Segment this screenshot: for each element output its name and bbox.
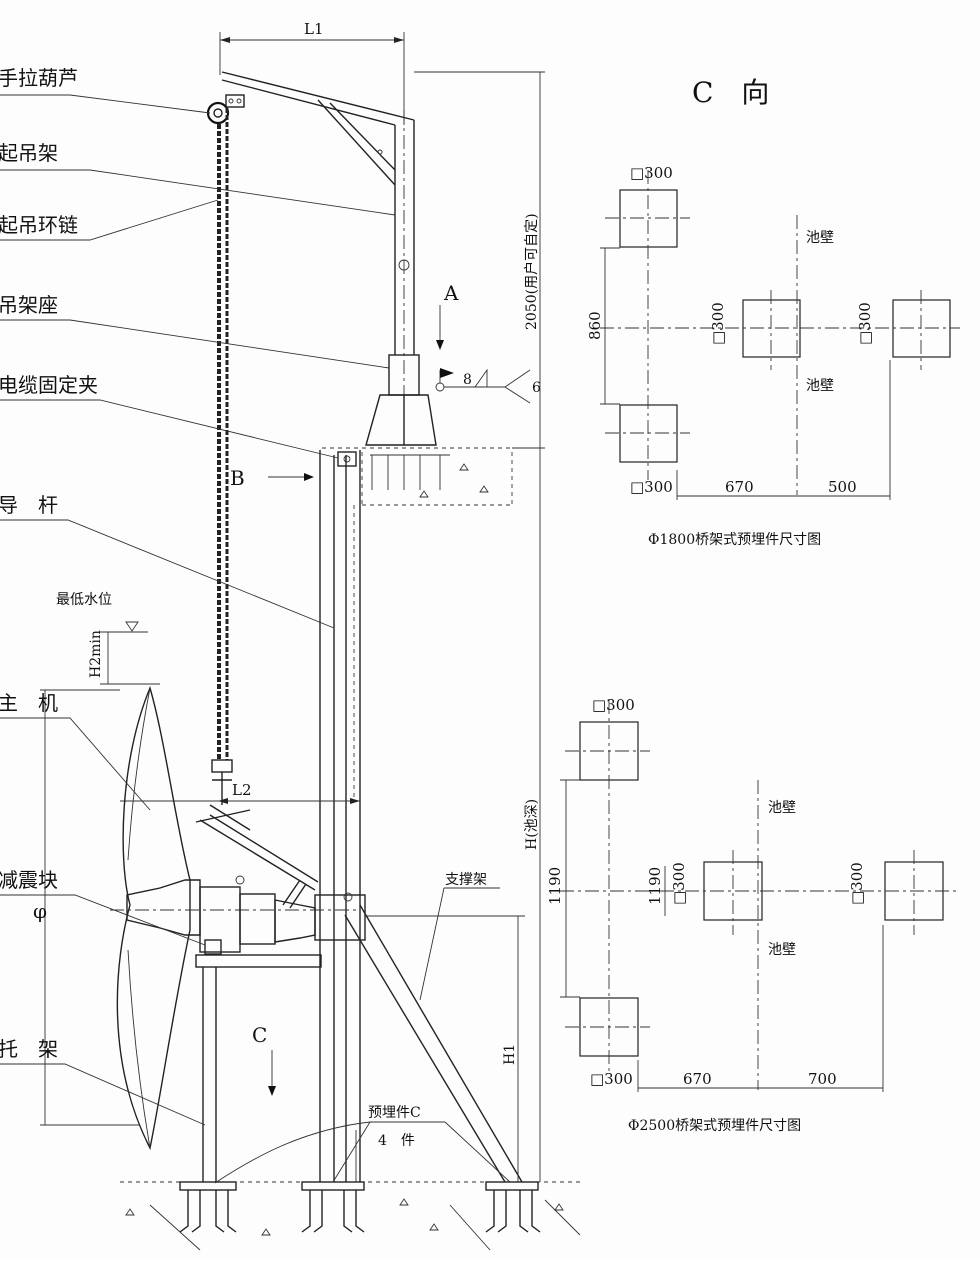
guide-rod bbox=[319, 450, 361, 1182]
embed-square-mid1 bbox=[742, 299, 801, 358]
plan1800-sq-mid2: □300 bbox=[856, 302, 874, 345]
frame-base-label: 吊架座 bbox=[0, 293, 58, 317]
min-water-level-label: 最低水位 bbox=[56, 592, 112, 608]
main-unit bbox=[126, 804, 366, 955]
arrow-c-label: C bbox=[252, 1023, 267, 1047]
cable-clamp bbox=[337, 451, 357, 467]
embedded-part-middle bbox=[301, 1181, 365, 1233]
support-frame-label: 支撑架 bbox=[445, 872, 487, 888]
bracket bbox=[195, 954, 322, 1182]
support-frame: 支撑架 bbox=[344, 872, 523, 1183]
lifting-frame-label: 起吊架 bbox=[0, 141, 58, 165]
dimension-height: 2050(用户可自定) H(池深) bbox=[414, 71, 545, 1182]
main-unit-label: 主 机 bbox=[0, 691, 58, 715]
plan2500-dim-700: 700 bbox=[808, 1070, 837, 1088]
plan1800-wall-bottom: 池壁 bbox=[806, 378, 834, 394]
plan-1800: 860 670 500 □300 □300 □300 □300 池壁 池壁 Φ1… bbox=[586, 164, 960, 548]
plan2500-sq-top: □300 bbox=[592, 696, 635, 714]
h2min-label: H2min bbox=[88, 630, 104, 678]
embedded-part-label: 预埋件C bbox=[368, 1105, 421, 1121]
dimension-l2: L2 bbox=[120, 781, 360, 804]
plan1800-sq-mid1: □300 bbox=[709, 302, 727, 345]
l2-label: L2 bbox=[232, 781, 252, 799]
damper-label: 减震块 bbox=[0, 868, 58, 892]
lifting-frame bbox=[221, 71, 415, 440]
propeller-diameter-dimension: φ bbox=[33, 689, 140, 1126]
bracket-label: 托 架 bbox=[0, 1037, 58, 1061]
top-concrete-slab bbox=[322, 447, 540, 506]
plan1800-spacing: 860 bbox=[586, 311, 604, 340]
plan2500-sq-bottom: □300 bbox=[590, 1070, 633, 1088]
plan1800-wall-top: 池壁 bbox=[806, 230, 834, 246]
hoist-label: 手拉葫芦 bbox=[0, 66, 78, 90]
plan1800-dim-500: 500 bbox=[828, 478, 857, 496]
plan2500-sq-mid1: □300 bbox=[670, 862, 688, 905]
embedded-part-left bbox=[179, 1181, 237, 1233]
plan2500-spacing-right: 1190 bbox=[646, 867, 664, 905]
weld-symbol: 8 6 bbox=[435, 368, 541, 404]
embed-square-mid2 bbox=[892, 299, 951, 358]
plan2500-spacing-left: 1190 bbox=[546, 867, 564, 905]
plan-2500: 1190 1190 670 700 □300 □300 □300 □300 池壁… bbox=[546, 696, 960, 1134]
height-2050-label: 2050(用户可自定) bbox=[523, 213, 540, 330]
lifting-chain-label: 起吊环链 bbox=[0, 213, 78, 237]
frame-base bbox=[365, 354, 437, 446]
weld-size-8: 8 bbox=[463, 372, 472, 388]
dimension-h1: H1 bbox=[365, 915, 525, 1182]
plan2500-dim-670: 670 bbox=[683, 1070, 712, 1088]
arrow-a-label: A bbox=[443, 281, 459, 305]
plan1800-sq-top: □300 bbox=[630, 164, 673, 182]
guide-rod-label: 导 杆 bbox=[0, 493, 58, 517]
plan1800-sq-bottom: □300 bbox=[630, 478, 673, 496]
embedded-part-right bbox=[485, 1181, 541, 1233]
embedded-part-callout: 预埋件C 4 件 bbox=[214, 1105, 511, 1184]
view-arrow-b: B bbox=[230, 466, 314, 490]
embed-square-bottom bbox=[619, 404, 678, 463]
view-arrow-c: C bbox=[252, 1023, 276, 1096]
leader-lines bbox=[0, 94, 396, 1126]
min-water-level: 最低水位 H2min bbox=[56, 592, 160, 685]
plan2500-wall-bottom: 池壁 bbox=[768, 942, 796, 958]
propeller bbox=[110, 685, 360, 1151]
view-arrow-a: A bbox=[436, 281, 459, 350]
plan2500-sq-mid2: □300 bbox=[848, 862, 866, 905]
pool-depth-label: H(池深) bbox=[524, 799, 540, 850]
plan1800-dim-670: 670 bbox=[725, 478, 754, 496]
weld-size-6: 6 bbox=[532, 380, 541, 396]
dimension-l1: L1 bbox=[219, 20, 405, 125]
cable-clamp-label: 电缆固定夹 bbox=[0, 373, 98, 397]
plan1800-caption: Φ1800桥架式预埋件尺寸图 bbox=[648, 532, 821, 548]
pool-floor bbox=[120, 1181, 581, 1251]
phi-label: φ bbox=[33, 899, 47, 923]
h1-label: H1 bbox=[502, 1044, 518, 1065]
embed-square-top bbox=[619, 189, 678, 248]
plan2500-wall-top: 池壁 bbox=[768, 800, 796, 816]
arrow-b-label: B bbox=[230, 466, 245, 490]
embedded-count-label: 4 件 bbox=[378, 1133, 415, 1149]
c-view-title: C 向 bbox=[692, 76, 769, 109]
l1-label: L1 bbox=[304, 20, 324, 38]
plan2500-caption: Φ2500桥架式预埋件尺寸图 bbox=[628, 1118, 801, 1134]
lifting-chain bbox=[211, 108, 233, 805]
